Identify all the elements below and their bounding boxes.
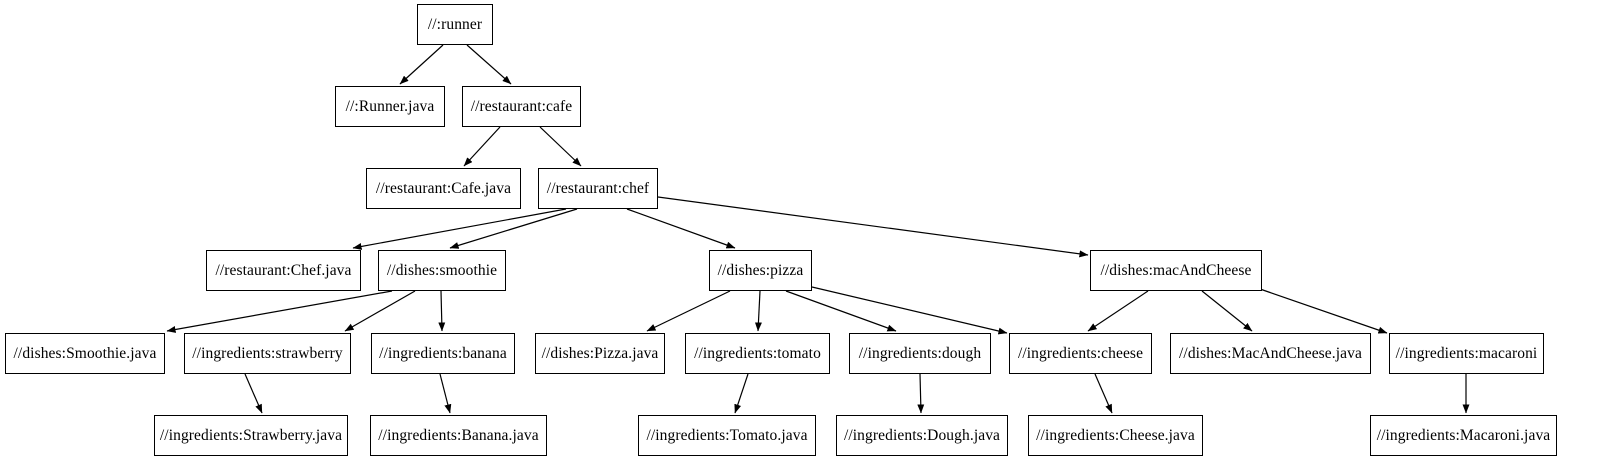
graph-node-ing-strawberry[interactable]: //ingredients:strawberry (184, 333, 351, 374)
graph-edge-restaurant-chef-to-restaurant-chef-java (352, 208, 567, 250)
graph-edge-ing-strawberry-to-ing-strawberry-java (244, 373, 263, 414)
graph-edge-restaurant-cafe-to-restaurant-chef (539, 126, 582, 167)
graph-node-restaurant-cafe-java[interactable]: //restaurant:Cafe.java (366, 168, 521, 209)
graph-edge-ing-banana-to-ing-banana-java (439, 373, 452, 414)
graph-node-label: //ingredients:strawberry (192, 344, 343, 362)
graph-node-label: //dishes:MacAndCheese.java (1179, 344, 1362, 362)
graph-node-label: //ingredients:Strawberry.java (159, 426, 343, 444)
graph-node-label: //ingredients:Tomato.java (646, 426, 808, 444)
graph-node-label: //restaurant:Chef.java (215, 261, 352, 279)
graph-edge-dishes-pizza-to-ing-tomato (754, 290, 762, 332)
graph-node-label: //ingredients:cheese (1017, 344, 1144, 362)
graph-edge-restaurant-chef-to-dishes-smoothie (449, 208, 578, 249)
graph-node-ing-macaroni[interactable]: //ingredients:macaroni (1389, 333, 1544, 374)
graph-node-label: //dishes:smoothie (386, 261, 498, 279)
graph-node-restaurant-chef[interactable]: //restaurant:chef (538, 168, 658, 209)
graph-edge-dishes-pizza-to-ing-cheese (811, 286, 1008, 335)
graph-node-label: //dishes:Smoothie.java (13, 344, 157, 362)
graph-edge-ing-dough-to-ing-dough-java (917, 373, 925, 414)
graph-edge-dishes-pizza-to-ing-dough (785, 290, 897, 332)
graph-node-ing-banana-java[interactable]: //ingredients:Banana.java (370, 415, 547, 456)
graph-edge-dishes-macandcheese-to-ing-macaroni (1259, 288, 1388, 334)
graph-node-label: //ingredients:Banana.java (378, 426, 539, 444)
graph-node-ing-tomato[interactable]: //ingredients:tomato (685, 333, 830, 374)
graph-edge-restaurant-chef-to-dishes-pizza (626, 208, 736, 249)
graph-node-label: //dishes:pizza (717, 261, 804, 279)
graph-node-label: //restaurant:Cafe.java (375, 179, 512, 197)
graph-edge-runner-to-runner-java (399, 44, 444, 85)
graph-node-label: //ingredients:macaroni (1395, 344, 1538, 362)
graph-node-dishes-pizza[interactable]: //dishes:pizza (709, 250, 812, 291)
graph-node-ing-macaroni-java[interactable]: //ingredients:Macaroni.java (1370, 415, 1557, 456)
graph-edge-dishes-pizza-to-dishes-pizza-java (646, 290, 731, 332)
graph-edge-dishes-smoothie-to-dishes-smoothie-java (166, 290, 393, 333)
graph-node-label: //ingredients:tomato (694, 344, 821, 362)
graph-node-label: //dishes:macAndCheese (1100, 261, 1252, 279)
graph-edge-dishes-smoothie-to-ing-strawberry (344, 290, 416, 332)
graph-node-runner[interactable]: //:runner (417, 4, 493, 45)
graph-edge-dishes-smoothie-to-ing-banana (438, 290, 446, 332)
graph-node-label: //restaurant:cafe (470, 97, 573, 115)
graph-node-dishes-pizza-java[interactable]: //dishes:Pizza.java (535, 333, 665, 374)
graph-node-ing-cheese[interactable]: //ingredients:cheese (1009, 333, 1152, 374)
graph-node-ing-tomato-java[interactable]: //ingredients:Tomato.java (638, 415, 816, 456)
graph-node-label: //ingredients:Dough.java (843, 426, 1001, 444)
graph-node-dishes-macandcheese[interactable]: //dishes:macAndCheese (1090, 250, 1262, 291)
graph-node-label: //dishes:Pizza.java (541, 344, 659, 362)
graph-node-label: //:runner (427, 15, 483, 33)
graph-node-dishes-smoothie-java[interactable]: //dishes:Smoothie.java (5, 333, 165, 374)
graph-edge-ing-tomato-to-ing-tomato-java (734, 373, 749, 414)
graph-node-label: //ingredients:Macaroni.java (1376, 426, 1551, 444)
graph-edge-dishes-macandcheese-to-dishes-macandcheese-java (1201, 290, 1253, 332)
graph-node-ing-cheese-java[interactable]: //ingredients:Cheese.java (1028, 415, 1203, 456)
graph-node-label: //ingredients:banana (379, 344, 507, 362)
graph-node-label: //:Runner.java (345, 97, 435, 115)
graph-node-dishes-smoothie[interactable]: //dishes:smoothie (378, 250, 506, 291)
graph-node-ing-dough-java[interactable]: //ingredients:Dough.java (836, 415, 1008, 456)
graph-node-dishes-macandcheese-java[interactable]: //dishes:MacAndCheese.java (1170, 333, 1371, 374)
graph-edge-dishes-macandcheese-to-ing-cheese (1087, 290, 1149, 332)
graph-node-label: //ingredients:Cheese.java (1036, 426, 1195, 444)
graph-node-label: //ingredients:dough (858, 344, 982, 362)
graph-node-runner-java[interactable]: //:Runner.java (335, 86, 445, 127)
graph-edge-runner-to-restaurant-cafe (466, 44, 512, 85)
graph-node-ing-strawberry-java[interactable]: //ingredients:Strawberry.java (154, 415, 348, 456)
graph-node-restaurant-cafe[interactable]: //restaurant:cafe (462, 86, 581, 127)
graph-node-restaurant-chef-java[interactable]: //restaurant:Chef.java (206, 250, 361, 291)
graph-edge-restaurant-cafe-to-restaurant-cafe-java (463, 126, 501, 167)
graph-edge-ing-cheese-to-ing-cheese-java (1094, 373, 1113, 414)
graph-edge-restaurant-chef-to-dishes-macandcheese (657, 196, 1089, 258)
graph-node-ing-banana[interactable]: //ingredients:banana (371, 333, 515, 374)
graph-node-ing-dough[interactable]: //ingredients:dough (849, 333, 991, 374)
graph-node-label: //restaurant:chef (546, 179, 650, 197)
